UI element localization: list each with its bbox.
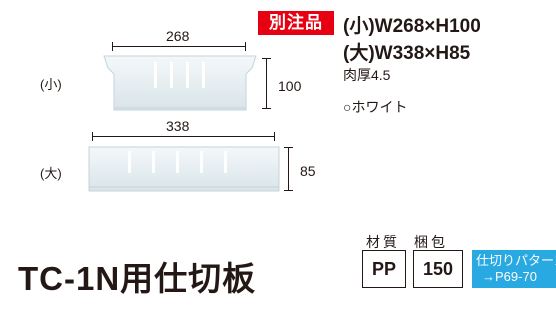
small-divider-drawing: 268 (小) 100 (0, 0, 320, 115)
large-height-dimension-line (288, 147, 289, 191)
small-width-dimension-line (112, 46, 245, 47)
large-height-tick-bottom (284, 190, 293, 191)
small-height-tick-top (262, 58, 271, 59)
packing-value: 150 (413, 250, 463, 288)
packing-label: 梱包 (414, 234, 448, 250)
partition-pattern-title: 仕切りパターン (476, 253, 556, 268)
large-width-label: 338 (166, 118, 190, 134)
partition-pattern-pages: →P69-70 (482, 269, 537, 284)
thickness-text: 肉厚4.5 (343, 67, 391, 83)
small-spec: (小)W268×H100 (343, 16, 481, 37)
small-divider-image (103, 55, 257, 111)
special-order-badge: 別注品 (258, 11, 334, 35)
small-height-label: 100 (278, 78, 302, 94)
large-divider-image (88, 146, 280, 192)
large-divider-drawing: 338 (大) 85 (0, 115, 330, 205)
material-value: PP (362, 250, 406, 288)
product-title: TC-1N用仕切板 (18, 260, 257, 297)
small-height-dimension-line (266, 58, 267, 109)
small-width-tick-left (112, 42, 113, 51)
large-size-label: (大) (40, 166, 62, 181)
small-size-label: (小) (40, 77, 62, 92)
small-width-label: 268 (166, 28, 190, 44)
color-text: ○ホワイト (343, 99, 408, 115)
large-height-tick-top (284, 147, 293, 148)
large-height-label: 85 (300, 163, 316, 179)
large-width-tick-right (274, 132, 275, 141)
small-height-tick-bottom (262, 108, 271, 109)
large-width-tick-left (92, 132, 93, 141)
partition-pattern-link[interactable]: 仕切りパターン →P69-70 (472, 250, 556, 288)
material-label: 材質 (366, 234, 400, 250)
large-spec: (大)W338×H85 (343, 43, 471, 64)
large-width-dimension-line (92, 136, 274, 137)
small-width-tick-right (245, 42, 246, 51)
